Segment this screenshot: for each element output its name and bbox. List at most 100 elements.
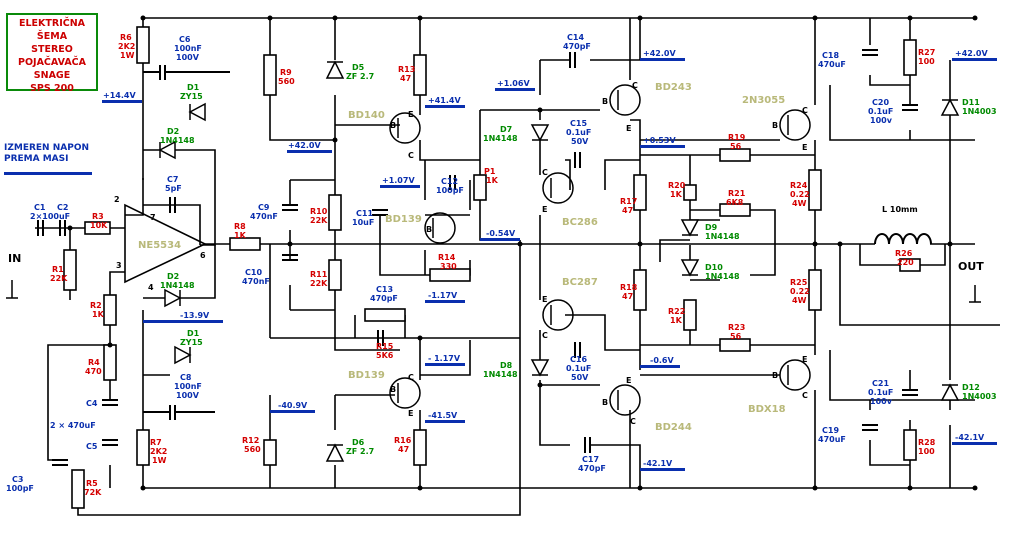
pin-letter: B [772, 121, 778, 130]
voltage-label: +1.07V [382, 176, 415, 185]
measurement-legend-bar [4, 172, 92, 175]
value-label: 10uF [352, 218, 374, 227]
ref-label: D1 [187, 329, 200, 338]
value-label: 1N4148 [160, 281, 195, 290]
value-label: 4W [792, 296, 807, 305]
ref-label: R23 [728, 323, 745, 332]
resistors [63, 26, 921, 509]
ref-label: R13 [398, 65, 415, 74]
transistors [389, 84, 811, 416]
pin-letter: E [408, 409, 413, 418]
value-label: 22K [310, 279, 328, 288]
title-line: STEREO [31, 44, 73, 55]
input-label: IN [8, 252, 21, 265]
value-label: 47 [622, 292, 633, 301]
device-label: BC287 [562, 277, 598, 288]
device-label: BC286 [562, 217, 598, 228]
value-label: ZY15 [180, 338, 203, 347]
measurement-note-line: IZMEREN NAPON [4, 143, 89, 153]
value-label: 0.1uF [566, 364, 591, 373]
title-line: SNAGE [33, 70, 71, 81]
ref-label: R19 [728, 133, 746, 142]
pin-letter: B [426, 225, 432, 234]
ref-label: C15 [570, 119, 587, 128]
ref-label: C6 [179, 35, 191, 44]
ic-label: NE5534 [138, 240, 181, 251]
pin-letter: B [390, 121, 396, 130]
ref-label: C13 [376, 285, 393, 294]
pin-letter: C [408, 373, 414, 382]
voltage-label: -13.9V [180, 311, 210, 320]
pin-letter: B [602, 97, 608, 106]
ref-label: D12 [962, 383, 980, 392]
value-label: 56 [730, 332, 742, 341]
ref-label: D7 [500, 125, 512, 134]
ref-label: C14 [567, 33, 584, 42]
value-label: 100V [176, 391, 200, 400]
pin-letter: E [626, 124, 631, 133]
pin-letter: E [542, 205, 547, 214]
ref-label: C1 [34, 203, 46, 212]
ref-label: C5 [86, 442, 98, 451]
ref-label: R5 [86, 479, 98, 488]
value-label: ZF 2.7 [346, 72, 374, 81]
ref-label: R12 [242, 436, 259, 445]
value-label: 100 [918, 57, 935, 66]
ref-label: R20 [668, 181, 686, 190]
ref-label: R11 [310, 270, 328, 279]
value-label: 2K2 [150, 447, 167, 456]
ref-label: R26 [895, 249, 913, 258]
voltage-label: +14.4V [103, 91, 136, 100]
title-line: ŠEMA [36, 31, 68, 42]
title-line: ELEKTRIČNA [19, 18, 85, 29]
pin-letter: B [772, 371, 778, 380]
value-label: 1K [234, 231, 247, 240]
ref-label: R7 [150, 438, 162, 447]
ref-label: D11 [962, 98, 980, 107]
voltage-label: -1.17V [428, 291, 458, 300]
value-label: 5pF [165, 184, 182, 193]
voltage-label: -41.5V [428, 411, 458, 420]
value-label: 100V [176, 53, 200, 62]
value-label: 100nF [174, 44, 202, 53]
voltage-label: -0.6V [650, 356, 674, 365]
ground-symbols [6, 280, 981, 303]
pin-letter: E [408, 110, 413, 119]
value-label: 50V [571, 137, 589, 146]
ref-label: R8 [234, 222, 246, 231]
value-label: 100pF [6, 484, 34, 493]
value-label: 0.1uF [868, 388, 893, 397]
value-label: 10K [90, 221, 108, 230]
device-label: BD139 [348, 370, 385, 381]
value-label: 47 [400, 74, 411, 83]
value-label: 0.22 [790, 287, 810, 296]
value-label: 470pF [578, 464, 606, 473]
value-label: 0.1uF [868, 107, 893, 116]
output-label: OUT [958, 260, 984, 273]
pin-letter: E [542, 295, 547, 304]
value-label: 100pF [436, 186, 464, 195]
voltage-label: -0.54V [486, 229, 516, 238]
ref-label: R22 [668, 307, 685, 316]
ref-label: D1 [187, 83, 200, 92]
value-label: 100nF [174, 382, 202, 391]
value-label: 1W [120, 51, 135, 60]
ref-label: R10 [310, 207, 328, 216]
value-label: ZF 2.7 [346, 447, 374, 456]
pin-letter: B [390, 385, 396, 394]
value-label: 470nF [250, 212, 278, 221]
voltage-bars [102, 58, 997, 471]
device-label: BD244 [655, 422, 692, 433]
pin-letter: C [542, 331, 548, 340]
ref-label: R2 [90, 301, 102, 310]
ref-label: C11 [356, 209, 373, 218]
value-label: ZY15 [180, 92, 203, 101]
title-line: SPS 200 [30, 83, 74, 94]
ref-label: C3 [12, 475, 23, 484]
title-line: POJAČAVAČA [18, 57, 86, 68]
value-label: 220 [897, 258, 914, 267]
value-label: 470 [85, 367, 102, 376]
diodes [158, 60, 960, 462]
ref-label: R27 [918, 48, 935, 57]
pin-letter: C [632, 81, 638, 90]
